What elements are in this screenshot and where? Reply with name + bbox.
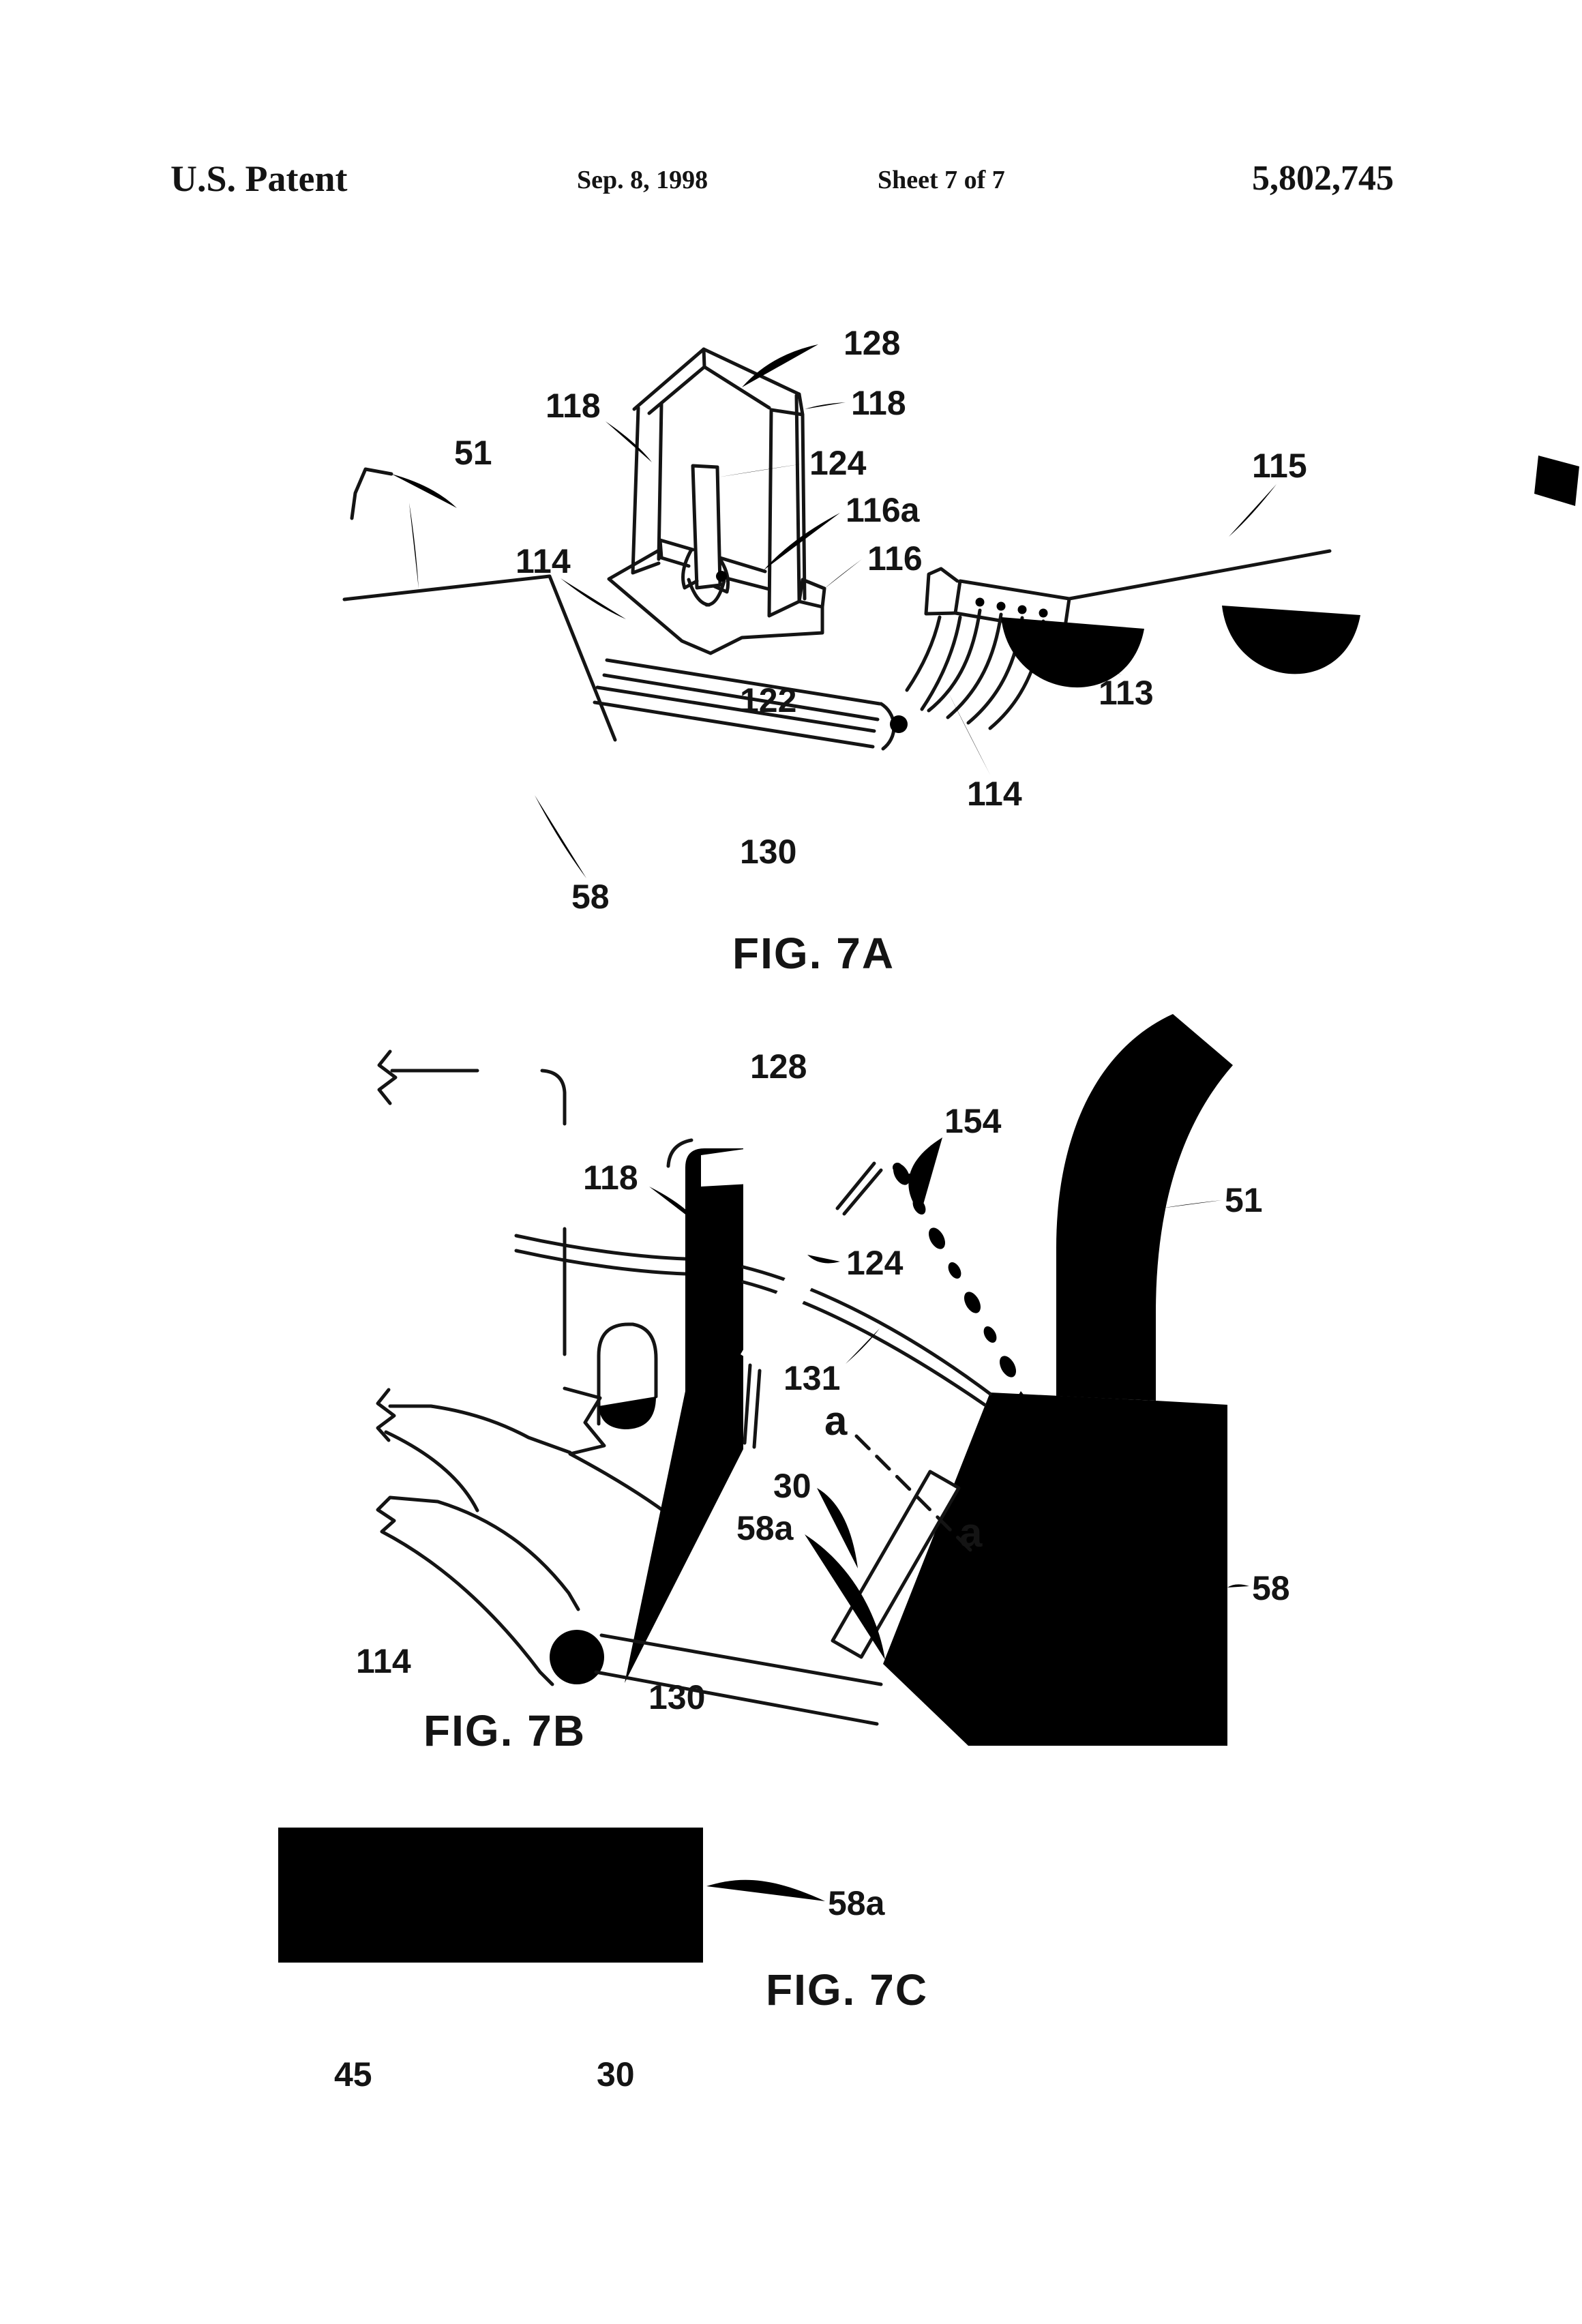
break-symbol-top (377, 1049, 398, 1105)
ref-label-131: 131 (783, 1359, 840, 1397)
ref-label-115: 115 (1252, 447, 1307, 485)
part-51-dashed-edges (391, 474, 487, 589)
ref-label-128: 128 (844, 324, 900, 362)
ref-label-58a: 58a (828, 1884, 886, 1922)
ref-label-114-lower: 114 (967, 775, 1022, 813)
opening-30 (543, 1849, 656, 1941)
pipe-51 (1056, 1014, 1233, 1401)
ref-label-118-left: 118 (546, 387, 601, 425)
pivot-hole-116a (716, 571, 727, 582)
frame-lower-lines (384, 1404, 572, 1513)
ref-label-154: 154 (944, 1102, 1002, 1140)
ref-label-30: 30 (773, 1467, 811, 1505)
hitch-tines-113 (927, 608, 1045, 730)
bracket-plate-stack (537, 1125, 567, 1347)
frame-roof-outer (632, 347, 801, 411)
tine-hole-2 (996, 601, 1006, 611)
ref-label-124: 124 (846, 1244, 904, 1282)
figure-caption-7b: FIG. 7B (423, 1706, 586, 1755)
section-label-a-bottom: a (959, 1510, 983, 1555)
ref-label-130: 130 (648, 1678, 705, 1716)
strut-rod-upper (835, 1161, 883, 1216)
ref-label-58: 58 (571, 878, 610, 916)
ref-label-116: 116 (867, 539, 923, 578)
base-cross-bar (658, 538, 771, 591)
tine-hole-1 (975, 597, 985, 607)
ref-label-124: 124 (809, 444, 867, 482)
ref-label-30: 30 (597, 2055, 635, 2094)
mount-plate-114 (607, 548, 824, 655)
bar-131-right (741, 1265, 992, 1407)
break-symbol-mid (376, 1388, 396, 1442)
part-51-outline (350, 467, 393, 520)
post-118 (585, 1148, 743, 1683)
hook-capsule-solid (597, 1322, 658, 1426)
ref-label-114-left: 114 (516, 542, 571, 580)
fig7a-leader-lines (430, 344, 1277, 878)
strut-rod-lower (743, 1363, 762, 1449)
panel-58 (883, 1392, 1227, 1746)
frame-left-upright (631, 402, 663, 575)
frame-roof-inner (647, 365, 771, 415)
cylinder-ball-end (866, 1132, 907, 1173)
section-label-a-top: a (824, 1398, 848, 1444)
tine-hole-3 (1017, 605, 1027, 614)
patent-date: Sep. 8, 1998 (577, 166, 708, 194)
pivot-dashed-circle (550, 1630, 604, 1684)
figure-7c: 58a 45 30 FIG. 7C (278, 1828, 928, 2094)
patent-header: U.S. Patent Sep. 8, 1998 Sheet 7 of 7 5,… (170, 158, 1394, 199)
opening-45 (320, 1849, 440, 1941)
fig7c-leader-lines (349, 1879, 825, 2049)
arm-to-hitch (905, 615, 962, 711)
chain-154 (893, 1163, 1028, 1421)
patent-sheet-number: Sheet 7 of 7 (878, 166, 1005, 194)
link-bars-122-130 (593, 658, 882, 749)
bed-edge-line (1067, 549, 1332, 601)
ref-label-128: 128 (750, 1047, 807, 1086)
pivot-pin (563, 1656, 583, 1677)
cylinder-guide-fins (681, 548, 730, 607)
bed-rail-phantom-line (922, 518, 1371, 571)
tine-hole-4 (1039, 608, 1048, 618)
arm-114 (376, 1495, 580, 1686)
post-rear-bracket (666, 1138, 693, 1168)
ref-label-45: 45 (334, 2055, 372, 2094)
strut-cylinder-124 (741, 1206, 851, 1369)
section-line-a-a (854, 1434, 973, 1553)
ref-label-113: 113 (1099, 674, 1154, 712)
ref-label-118-right: 118 (851, 384, 906, 422)
ref-label-116a: 116a (846, 491, 921, 529)
ref-label-58: 58 (1252, 1569, 1290, 1607)
wheel-arch-dashed-1 (1001, 617, 1144, 688)
fig7b-leader-lines (390, 1086, 1249, 1705)
ref-label-118: 118 (583, 1159, 638, 1197)
bed-corner-box (1473, 456, 1579, 522)
bar-131-left (514, 1234, 687, 1276)
frame-vertical-edge (540, 1069, 567, 1356)
plate-58-solid-edges (342, 574, 617, 742)
clevis-pin-hole (890, 715, 908, 733)
plate-58-dashed-edges (344, 599, 615, 803)
ref-label-58a: 58a (736, 1509, 794, 1547)
tine-plate-bracket (924, 567, 959, 616)
cylinder-124 (691, 464, 722, 590)
actuator-rod (700, 368, 709, 466)
ref-label-51: 51 (454, 434, 492, 472)
frame-right-upright (767, 393, 807, 618)
wheel-arch-dashed-2 (1222, 606, 1360, 674)
figure-caption-7a: FIG. 7A (732, 929, 895, 978)
ref-label-130: 130 (740, 833, 796, 871)
figure-caption-7c: FIG. 7C (766, 1965, 928, 2014)
figure-7b: 128 154 118 51 124 131 a 30 58a a 58 114… (356, 1014, 1290, 1755)
bar-130 (594, 1633, 883, 1726)
ref-label-51: 51 (1225, 1181, 1263, 1219)
patent-number: 5,802,745 (1252, 159, 1394, 198)
cylinder-128 (701, 1132, 873, 1187)
figure-7a: 128 118 118 51 124 116a 114 116 115 113 … (342, 324, 1579, 978)
ref-label-114: 114 (356, 1642, 411, 1680)
ref-label-122: 122 (740, 681, 796, 719)
hook-capsule-dashed (599, 1397, 656, 1429)
patent-office-title: U.S. Patent (170, 158, 347, 199)
